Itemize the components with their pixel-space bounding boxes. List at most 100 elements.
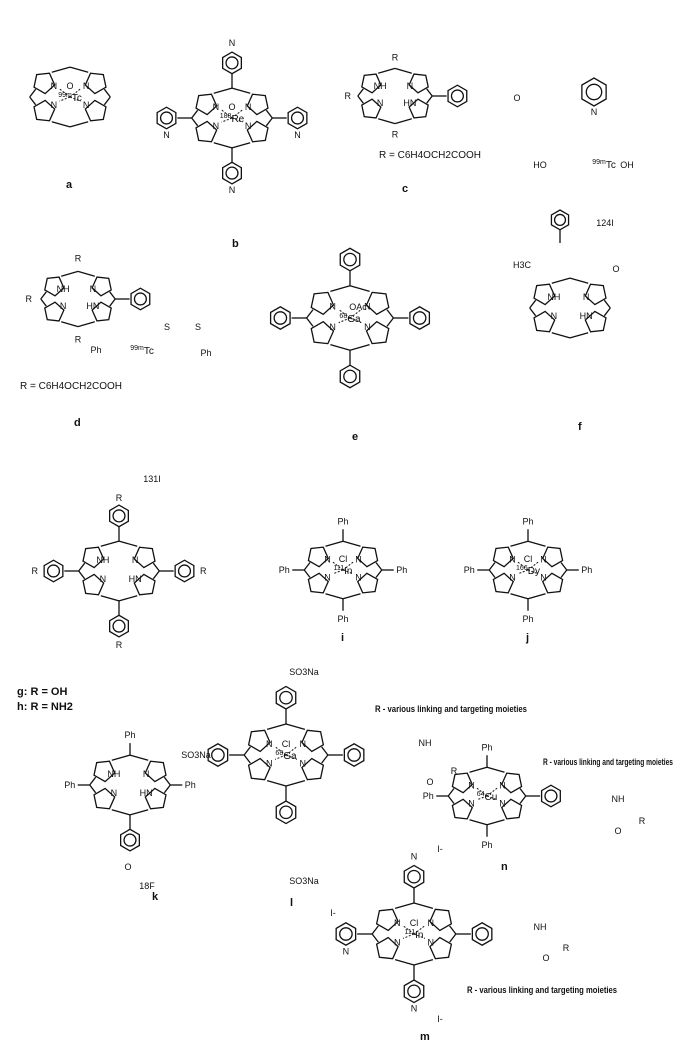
pyrrole-n: N bbox=[427, 937, 434, 947]
bond-line bbox=[191, 117, 199, 127]
bond-line bbox=[231, 142, 251, 149]
pyrrole-n: N bbox=[355, 573, 362, 583]
bond-line bbox=[77, 321, 95, 328]
bond-line bbox=[517, 569, 529, 575]
aromatic-circle bbox=[475, 927, 489, 941]
bond-line bbox=[103, 96, 111, 106]
bond-line bbox=[285, 723, 306, 730]
bond-line bbox=[349, 309, 362, 319]
pyrrole-ring bbox=[133, 546, 156, 569]
metal-center: 64Cu bbox=[477, 791, 498, 803]
aryl-r: R bbox=[31, 566, 38, 576]
label-l: l bbox=[290, 897, 293, 909]
metal-symbol: Ga bbox=[283, 751, 297, 762]
bond-line bbox=[486, 795, 498, 801]
pyrrole-ring bbox=[133, 573, 156, 596]
aromatic-circle bbox=[407, 869, 421, 884]
pyrrole-n: N bbox=[90, 284, 97, 294]
amide-nh: NH bbox=[534, 922, 547, 932]
sulfonate: SO3Na bbox=[289, 876, 319, 886]
meso-r: R bbox=[26, 294, 33, 304]
bond-line bbox=[551, 332, 571, 339]
pyrrole-n: N bbox=[132, 555, 139, 565]
bond-line bbox=[100, 540, 120, 547]
bond-line bbox=[89, 776, 97, 786]
bond-line bbox=[274, 754, 287, 760]
bond-line bbox=[447, 788, 455, 797]
metal-mass: 64 bbox=[477, 791, 485, 798]
phenyl-label: Ph bbox=[522, 516, 533, 526]
bond-line bbox=[527, 593, 546, 600]
bond-line bbox=[386, 317, 394, 327]
metal-mass: 166 bbox=[516, 565, 528, 572]
metal-symbol: In bbox=[415, 930, 423, 941]
pyrrole-n: NH bbox=[57, 284, 70, 294]
meso-r: R bbox=[392, 130, 399, 140]
label-k: k bbox=[152, 891, 159, 903]
bond-line bbox=[426, 88, 433, 97]
note-n-line: R - various linking and targeting moieti… bbox=[543, 757, 673, 768]
pyrrole-n: N bbox=[499, 781, 506, 791]
pyridinium-n: N bbox=[411, 1004, 418, 1014]
aromatic-circle bbox=[273, 311, 288, 325]
bond-line bbox=[349, 285, 370, 293]
bond-line bbox=[332, 569, 344, 575]
pyrrole-ring bbox=[375, 908, 399, 932]
aromatic-circle bbox=[225, 166, 239, 180]
bond-line bbox=[325, 540, 344, 547]
phenyl-ring bbox=[207, 742, 229, 768]
metal-mass: 99m bbox=[58, 92, 72, 99]
pyrrole-ring bbox=[84, 72, 107, 95]
aromatic-circle bbox=[553, 213, 567, 226]
bond-line bbox=[603, 299, 611, 309]
aromatic-circle bbox=[544, 789, 558, 803]
pyrrole-ring bbox=[301, 757, 325, 781]
bond-line bbox=[476, 795, 488, 801]
bond-line bbox=[265, 109, 273, 119]
aromatic-circle bbox=[339, 927, 353, 941]
pyrrole-ring bbox=[93, 760, 116, 783]
aryl-r: R bbox=[116, 493, 123, 503]
phosphine-ph: Ph bbox=[200, 348, 211, 358]
phenyl-ring bbox=[130, 287, 151, 311]
bond-line bbox=[89, 784, 97, 794]
pyrrole-ring bbox=[451, 772, 474, 794]
amide-o: O bbox=[542, 953, 549, 963]
phenyl-ring bbox=[108, 504, 130, 528]
bond-line bbox=[488, 569, 496, 578]
bond-line bbox=[386, 309, 394, 319]
label-i: i bbox=[341, 632, 344, 644]
bond-line bbox=[375, 562, 383, 571]
phenyl-ring bbox=[108, 614, 130, 638]
pyrrole-ring bbox=[429, 908, 453, 932]
pyrrole-ring bbox=[408, 98, 429, 119]
pyrrole-ring bbox=[33, 99, 56, 122]
axial-ligand: Cl bbox=[339, 554, 348, 564]
pyrrole-n: N bbox=[377, 98, 384, 108]
phenyl-label: Ph bbox=[522, 614, 533, 624]
pyrrole-n: NH bbox=[374, 81, 387, 91]
bond-line bbox=[413, 933, 426, 939]
r-group: R bbox=[451, 766, 458, 776]
metal-mass: 111 bbox=[405, 929, 416, 936]
metal-symbol: Dy bbox=[528, 566, 540, 577]
phenyl-ring bbox=[43, 559, 64, 583]
phenyl-ring bbox=[343, 742, 365, 768]
metal-symbol: In bbox=[344, 566, 352, 577]
axial-ligand: Cl bbox=[282, 739, 291, 749]
label-f: f bbox=[578, 421, 582, 433]
bond-line bbox=[402, 933, 415, 939]
phenyl-ring bbox=[156, 106, 177, 130]
pyridinium-n: N bbox=[229, 185, 236, 195]
metal-center: 166Dy bbox=[516, 565, 540, 577]
bond-line bbox=[243, 754, 251, 764]
metal-symbol: Tc bbox=[72, 93, 82, 104]
bond-line bbox=[231, 87, 251, 94]
bond-line bbox=[129, 809, 149, 816]
pyrrole-n: NH bbox=[107, 769, 120, 779]
phenyl-label: Ph bbox=[396, 565, 407, 575]
label-n: n bbox=[501, 861, 508, 873]
